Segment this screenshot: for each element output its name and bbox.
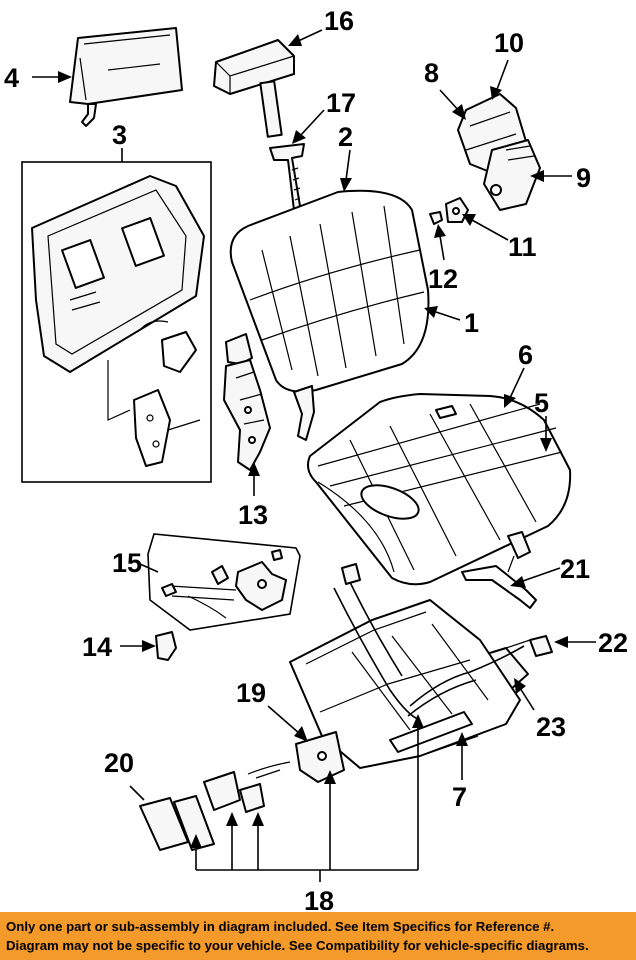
callout-7: 7 xyxy=(452,782,467,812)
callout-20: 20 xyxy=(104,748,134,778)
part-3-seat-back-frame xyxy=(31,175,205,467)
part-10-recliner-cover xyxy=(457,93,541,211)
part-16-headrest xyxy=(213,39,295,138)
callout-10: 10 xyxy=(494,28,524,58)
callout-16: 16 xyxy=(324,6,354,36)
callout-2: 2 xyxy=(338,122,353,152)
part-20-plate xyxy=(139,795,215,851)
part-12-screw xyxy=(429,211,443,225)
part-6-seat-cushion-cover xyxy=(307,393,572,586)
callout-17: 17 xyxy=(326,88,356,118)
seat-parts-diagram: 1 2 3 4 5 6 7 8 9 10 11 12 13 14 15 16 1… xyxy=(4,6,628,910)
callout-15: 15 xyxy=(112,548,142,578)
disclaimer-line-1: Only one part or sub-assembly in diagram… xyxy=(6,919,555,934)
part-22-connector xyxy=(529,635,553,657)
callout-4: 4 xyxy=(4,63,19,93)
part-21-harness xyxy=(461,531,537,609)
callout-9: 9 xyxy=(576,163,591,193)
part-2-seat-back-cover xyxy=(229,189,430,441)
disclaimer-banner: Only one part or sub-assembly in diagram… xyxy=(0,912,636,960)
part-14-clip xyxy=(155,631,177,661)
callout-19: 19 xyxy=(236,678,266,708)
callout-11: 11 xyxy=(508,232,537,262)
disclaimer-line-2: Diagram may not be specific to your vehi… xyxy=(6,938,589,953)
callout-12: 12 xyxy=(428,264,458,294)
callout-5: 5 xyxy=(534,388,549,418)
callout-23: 23 xyxy=(536,712,566,742)
part-17-headrest-guide xyxy=(269,143,305,211)
callout-13: 13 xyxy=(238,500,268,530)
seat-wire-connector xyxy=(341,563,361,585)
callout-3: 3 xyxy=(112,120,127,150)
leader-lines xyxy=(32,29,596,882)
part-15-box xyxy=(147,533,301,631)
callout-14: 14 xyxy=(82,632,112,662)
part-4-back-panel xyxy=(69,27,183,127)
callout-8: 8 xyxy=(424,58,439,88)
part-13-recliner-mechanism xyxy=(223,333,271,471)
callout-21: 21 xyxy=(560,554,590,584)
part-3-box xyxy=(21,161,212,483)
callouts: 1 2 3 4 5 6 7 8 9 10 11 12 13 14 15 16 1… xyxy=(4,6,628,910)
seat-wire-cable xyxy=(407,645,525,717)
part-15-adjuster-parts xyxy=(161,549,287,619)
callout-1: 1 xyxy=(464,308,479,338)
callout-18: 18 xyxy=(304,886,334,910)
callout-6: 6 xyxy=(518,340,533,370)
part-11-knob xyxy=(445,197,469,223)
part-19-track-parts xyxy=(203,731,345,813)
callout-22: 22 xyxy=(598,628,628,658)
